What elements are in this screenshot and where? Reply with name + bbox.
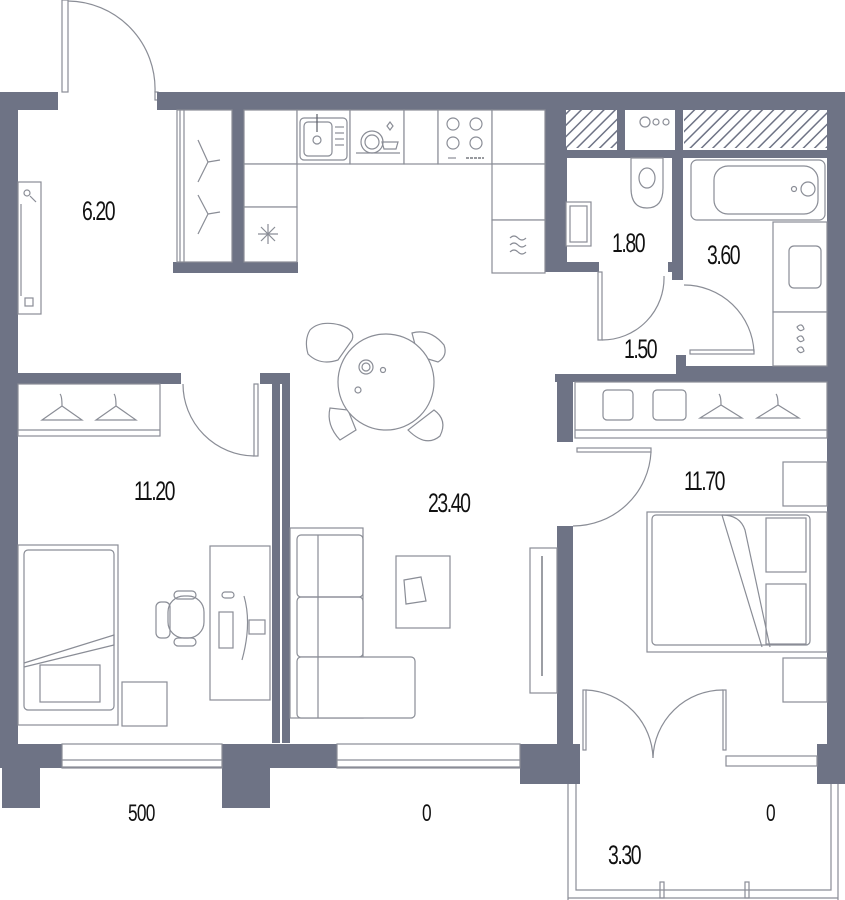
bathroom-fixtures bbox=[690, 159, 828, 367]
sink-icon bbox=[299, 114, 348, 161]
cooktop-icon bbox=[446, 117, 484, 159]
room-area-bedroom-left: 11.20 bbox=[134, 476, 175, 506]
room-area-balcony: 3.30 bbox=[608, 840, 642, 870]
balcony-door[interactable] bbox=[582, 689, 727, 759]
monitor-icon bbox=[241, 595, 249, 661]
left-bedroom-door[interactable] bbox=[182, 383, 259, 457]
oven-icon bbox=[509, 235, 527, 255]
polo-shirt-icon bbox=[652, 389, 687, 421]
single-bed bbox=[17, 544, 119, 726]
hanger-icon bbox=[697, 393, 745, 419]
entrance-door[interactable] bbox=[61, 0, 159, 101]
nightstand bbox=[782, 657, 828, 703]
kitchen-units bbox=[243, 109, 546, 274]
shirt-icon bbox=[602, 389, 634, 421]
room-area-wc: 1.80 bbox=[612, 228, 646, 258]
bathroom-door[interactable] bbox=[683, 284, 755, 355]
ventilation-shaft bbox=[684, 110, 827, 148]
balcony bbox=[567, 784, 839, 900]
hanger-icon bbox=[94, 393, 138, 421]
hanger-icon bbox=[197, 194, 221, 235]
sink-icon bbox=[788, 245, 822, 289]
keyboard-icon bbox=[218, 611, 234, 649]
walls bbox=[0, 92, 845, 808]
hanger-icon bbox=[40, 393, 84, 421]
nightstand bbox=[121, 681, 168, 727]
washing-machine-icon bbox=[772, 311, 828, 367]
hanger-icon bbox=[754, 393, 802, 419]
room-area-hallway: 6.20 bbox=[82, 196, 116, 226]
wc-door[interactable] bbox=[597, 271, 665, 341]
living-furniture bbox=[289, 527, 558, 719]
dining-table bbox=[305, 322, 446, 442]
key-holder bbox=[17, 181, 42, 315]
hanger-icon bbox=[197, 139, 221, 183]
toilet-icon bbox=[630, 157, 664, 209]
room-area-corridor: 1.50 bbox=[624, 334, 658, 364]
tv-stand bbox=[529, 547, 558, 694]
desk bbox=[209, 545, 271, 701]
coffee-table bbox=[395, 555, 451, 629]
nightstand bbox=[782, 461, 828, 507]
left-bedroom-furniture bbox=[17, 383, 271, 727]
right-bedroom-door[interactable] bbox=[572, 447, 652, 527]
bathtub-icon bbox=[690, 159, 826, 221]
dimension-middle: 0 bbox=[422, 800, 432, 827]
right-bedroom-furniture bbox=[574, 381, 828, 703]
hallway-wardrobe bbox=[176, 109, 233, 263]
office-chair-icon bbox=[155, 590, 205, 647]
room-area-kitchen-living: 23.40 bbox=[428, 488, 471, 518]
ventilation-shaft bbox=[566, 110, 617, 148]
dimension-left: 500 bbox=[128, 800, 155, 827]
double-bed bbox=[646, 511, 828, 653]
freezer-icon bbox=[258, 224, 278, 244]
wc-fixtures bbox=[565, 157, 664, 247]
room-area-bathroom: 3.60 bbox=[707, 240, 741, 270]
boiler-icon bbox=[626, 110, 675, 148]
room-area-bedroom-right: 11.70 bbox=[684, 466, 725, 496]
dimension-right: 0 bbox=[766, 800, 776, 827]
windows[interactable] bbox=[61, 743, 818, 769]
wardrobe bbox=[17, 383, 161, 437]
dishwasher-icon bbox=[356, 121, 400, 154]
mouse-icon bbox=[221, 591, 235, 599]
